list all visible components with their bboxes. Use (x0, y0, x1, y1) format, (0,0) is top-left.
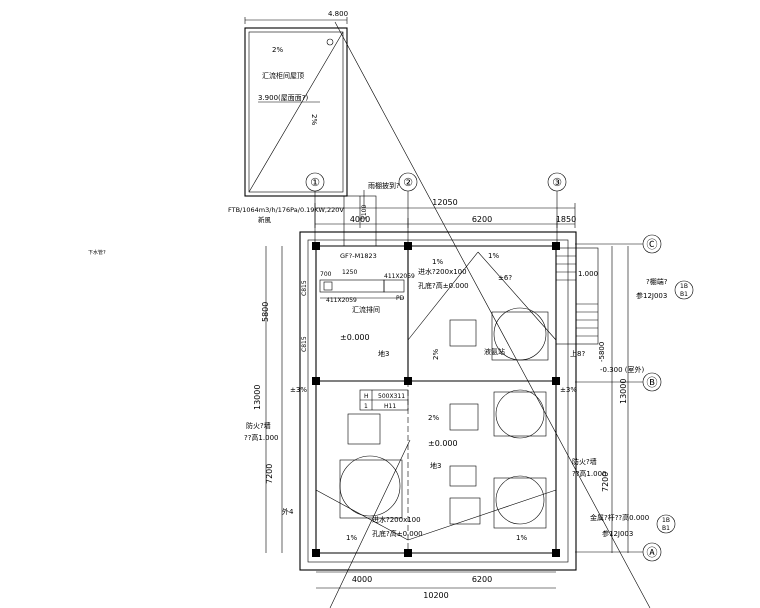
dim-left-upper: 5800 (261, 302, 270, 322)
room-upper-right: 1% 进水?200x100 孔底?高±0.000 1% ±6? 2% 液氨站 (407, 251, 557, 361)
h-label: H (364, 393, 369, 400)
badge-1: 1B (680, 283, 688, 290)
axis-col1: ① (310, 176, 320, 189)
canopy-label: 雨棚披到? (368, 181, 400, 190)
dim-small: 1100 (361, 205, 368, 220)
roof-plan-box: 4.800 2% 汇流柜间屋顶 3.900(屋面面?) 2% (244, 10, 651, 608)
slope-mid: 2% (432, 349, 440, 360)
axis-rowC: Ⓒ (647, 238, 658, 251)
dim-bottom-overall: 10200 (423, 591, 448, 600)
left-dimensions: 5800 7200 13000 (253, 246, 283, 553)
dim-top-3: 1850 (556, 215, 576, 224)
dim-700: 700 (320, 271, 332, 278)
right-dimensions: 13000 7200 (601, 246, 629, 553)
badge-1b: B1 (680, 291, 688, 298)
axis-rowA: Ⓐ (647, 546, 658, 559)
outdoor-elev: -0.300 (室外) (600, 365, 645, 374)
roof-slope: 2% (272, 46, 283, 54)
stair-dim: 1.000 (578, 270, 598, 278)
dim-right-lower: 7200 (601, 472, 610, 492)
metal-label: 金属?杆??高0.000 (590, 513, 649, 522)
floor-3b: 地3 (430, 461, 441, 470)
panel-411: 411X2059 (384, 273, 415, 280)
pipe-2: 进水?200x100 (372, 515, 421, 524)
h-value: 500X311 (378, 393, 405, 400)
badge-2: 1B (662, 517, 670, 524)
cabinet-dim: 1250 (342, 269, 357, 276)
slope-b1: 1% (346, 534, 357, 542)
stair: 1.000 上8? ?棚端? 参12J003 1B B1 -0.300 (室外)… (290, 247, 694, 394)
fire-wall-right: 防火?墙 (572, 457, 597, 466)
slope-r: 1% (488, 252, 499, 260)
elev-mid: ±0.000 (428, 439, 458, 448)
roof-elevation: 3.900(屋面面?) (258, 94, 308, 102)
c815-b: C815 (301, 336, 308, 352)
dim-bottom-1: 4000 (352, 575, 372, 584)
c815-a: C815 (301, 280, 308, 296)
slope-b2: 1% (516, 534, 527, 542)
dim-left-overall: 13000 (253, 385, 262, 410)
axis-col3: ③ (552, 176, 562, 189)
room-elevation: ±0.000 (340, 333, 370, 342)
fire-height-left: ??高1.000 (244, 433, 278, 442)
dim-overall-top: 12050 (432, 198, 457, 207)
fire-height-right: ??高1.000 (572, 469, 606, 478)
dim-top-2: 6200 (472, 215, 492, 224)
one-label: 1 (364, 403, 368, 410)
room-name: 汇流排间 (352, 305, 380, 314)
room-upper-left: GF?-M1823 1250 700 411X2059 PD 411X2059 … (301, 252, 415, 358)
columns (312, 242, 560, 557)
canopy-fan: FTB/1064m3/h/176Pa/0.19KW,220V 新風 雨棚披到? (228, 181, 400, 247)
badge-2b: B1 (662, 525, 670, 532)
new-fan: 新風 (258, 215, 272, 224)
fire-wall-left: 防火?墙 (246, 421, 271, 430)
axis-col2: ② (403, 176, 413, 189)
plus3-right: ±3% (560, 386, 577, 394)
axis-rowB: Ⓑ (647, 376, 658, 389)
dim-right-overall: 13000 (619, 379, 628, 404)
dim-left-lower: 7200 (265, 464, 274, 484)
hole-2: 孔底?高±0.000 (372, 529, 423, 538)
one-value: H11 (384, 403, 396, 410)
top-dimensions: 12050 4000 6200 1850 1100 (314, 198, 576, 228)
door-label: GF?-M1823 (340, 252, 377, 260)
neg-5800: -5800 (598, 342, 606, 362)
ramp-label: 上8? (570, 349, 585, 358)
roof-room: 汇流柜间屋顶 (262, 71, 304, 80)
outer-4: 外4 (282, 507, 294, 516)
panel-411b: 411X2059 (326, 297, 357, 304)
slope-2pct: 2% (428, 414, 439, 422)
roof-top-dim: 4.800 (328, 10, 348, 18)
plus3-left: ±3% (290, 386, 307, 394)
bottom-dimensions: 4000 6200 10200 (316, 439, 556, 608)
rain-shed: ?棚端? (646, 277, 668, 286)
slope-1: 1% (432, 258, 443, 266)
tiny-note: 下水管? (88, 249, 106, 256)
roof-slope-right: 2% (310, 114, 318, 125)
axis-markers: ① ② ③ Ⓒ Ⓑ Ⓐ (305, 172, 662, 562)
dim-bottom-2: 6200 (472, 575, 492, 584)
room-lower: H 500X311 1 H11 防火?墙 ??高1.000 2% ±0.000 … (244, 389, 676, 542)
slope-6: ±6? (498, 274, 512, 282)
water-tank: 液氨站 (484, 347, 505, 356)
ref-12j: 参12J003 (636, 291, 667, 300)
pd-label: PD (396, 295, 405, 302)
floor-3: 地3 (378, 349, 389, 358)
ref-bottom: 参12J003 (602, 529, 633, 538)
hole-bottom: 孔底?高±0.000 (418, 281, 469, 290)
pipe-hole: 进水?200x100 (418, 267, 467, 276)
fan-spec: FTB/1064m3/h/176Pa/0.19KW,220V (228, 206, 344, 214)
